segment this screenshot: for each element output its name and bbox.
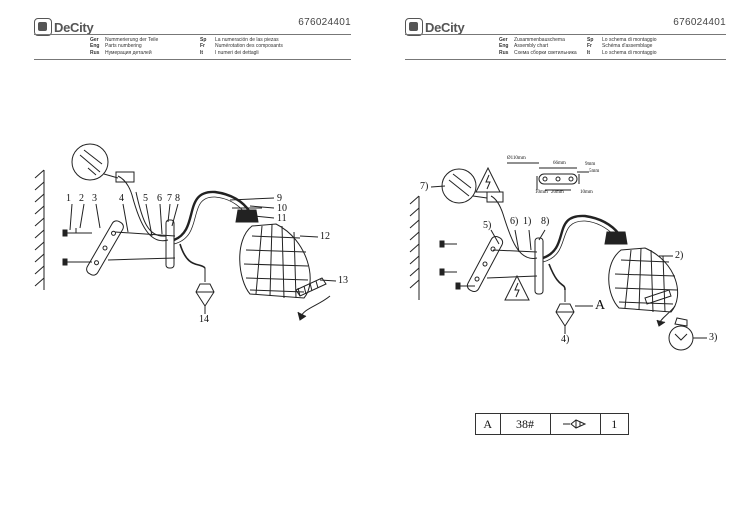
glass-shade-icon bbox=[239, 223, 311, 299]
canopy-plate-icon bbox=[165, 219, 175, 269]
dim-10mm-right: 10mm bbox=[580, 190, 593, 195]
crystal-pendant-icon bbox=[563, 419, 587, 429]
header-bottom-divider bbox=[34, 59, 351, 60]
dim-66mm: 66mm bbox=[553, 161, 566, 166]
detail-magnifier-icon bbox=[441, 168, 477, 204]
bulb-icon bbox=[295, 277, 327, 297]
terminal-block-icon bbox=[115, 171, 135, 183]
dimension-drawing bbox=[507, 162, 589, 191]
rotate-arrow-icon bbox=[299, 295, 331, 319]
exploded-view-diagram bbox=[34, 143, 337, 321]
callout-7: 7 bbox=[167, 193, 172, 204]
lamp-socket-icon bbox=[604, 231, 628, 245]
parts-table: A 38# 1 bbox=[475, 413, 629, 435]
lamp-arm-icon bbox=[173, 190, 251, 242]
wall-hatch-icon bbox=[409, 195, 420, 300]
canopy-plate-icon bbox=[534, 237, 544, 295]
electric-warning-icon bbox=[475, 166, 501, 193]
detail-magnifier-icon bbox=[71, 143, 109, 181]
callout-5: 5 bbox=[143, 193, 148, 204]
callout-10: 10 bbox=[277, 203, 287, 214]
glass-shade-icon bbox=[608, 247, 679, 313]
callout-6: 6) bbox=[510, 216, 519, 227]
terminal-block-icon bbox=[486, 191, 504, 203]
callout-4: 4) bbox=[561, 334, 570, 345]
callout-6: 6 bbox=[157, 193, 162, 204]
bulb-icon bbox=[668, 325, 694, 351]
callout-9: 9 bbox=[277, 193, 282, 204]
brand-name: DeCity bbox=[425, 19, 465, 35]
crystal-pendant-icon bbox=[195, 283, 215, 307]
dim-10mm-left: 10mm bbox=[535, 190, 548, 195]
callout-11: 11 bbox=[277, 213, 287, 224]
wires-icon bbox=[490, 195, 538, 259]
callout-1: 1) bbox=[523, 216, 532, 227]
wall-hatch-icon bbox=[34, 169, 45, 290]
mounting-bracket-icon bbox=[466, 235, 504, 293]
header-divider bbox=[405, 34, 726, 35]
assembly-diagram bbox=[409, 162, 707, 351]
product-code: 676024401 bbox=[298, 17, 351, 28]
wall-screws-icon bbox=[62, 228, 92, 266]
logo-mark-icon bbox=[405, 18, 423, 36]
logo-mark-icon bbox=[34, 18, 52, 36]
parts-table-pendant-cell bbox=[551, 414, 601, 434]
callout-3: 3 bbox=[92, 193, 97, 204]
dim-diameter: Ø110mm bbox=[507, 156, 526, 161]
dim-20mm: 20mm bbox=[551, 190, 564, 195]
callout-2: 2 bbox=[79, 193, 84, 204]
dim-5mm: 5mm bbox=[589, 169, 600, 174]
callout-a: A bbox=[595, 298, 606, 313]
parts-table-size: 38# bbox=[501, 414, 551, 434]
header-bottom-divider bbox=[405, 59, 726, 60]
brand-logo: DeCity bbox=[34, 17, 94, 37]
lamp-arm-icon bbox=[542, 214, 620, 260]
callout-8: 8 bbox=[175, 193, 180, 204]
wires-icon bbox=[117, 175, 169, 242]
callout-2: 2) bbox=[675, 250, 684, 261]
brand-name: DeCity bbox=[54, 19, 94, 35]
product-code: 676024401 bbox=[673, 17, 726, 28]
crystal-pendant-icon bbox=[555, 303, 575, 327]
callout-8: 8) bbox=[541, 216, 550, 227]
electric-warning-icon bbox=[504, 274, 530, 301]
callout-5: 5) bbox=[483, 220, 492, 231]
callout-13: 13 bbox=[338, 275, 348, 286]
parts-table-ref: A bbox=[476, 414, 501, 434]
callout-7: 7) bbox=[420, 181, 429, 192]
brand-logo: DeCity bbox=[405, 17, 465, 37]
callout-1: 1 bbox=[66, 193, 71, 204]
header-divider bbox=[34, 34, 351, 35]
parts-table-qty: 1 bbox=[611, 416, 618, 431]
callout-4: 4 bbox=[119, 193, 124, 204]
callout-14: 14 bbox=[199, 314, 209, 325]
dim-9mm: 9mm bbox=[585, 162, 596, 167]
lamp-socket-icon bbox=[235, 209, 259, 223]
mounting-bracket-icon bbox=[86, 220, 124, 276]
callout-3: 3) bbox=[709, 332, 718, 343]
callout-12: 12 bbox=[320, 231, 330, 242]
